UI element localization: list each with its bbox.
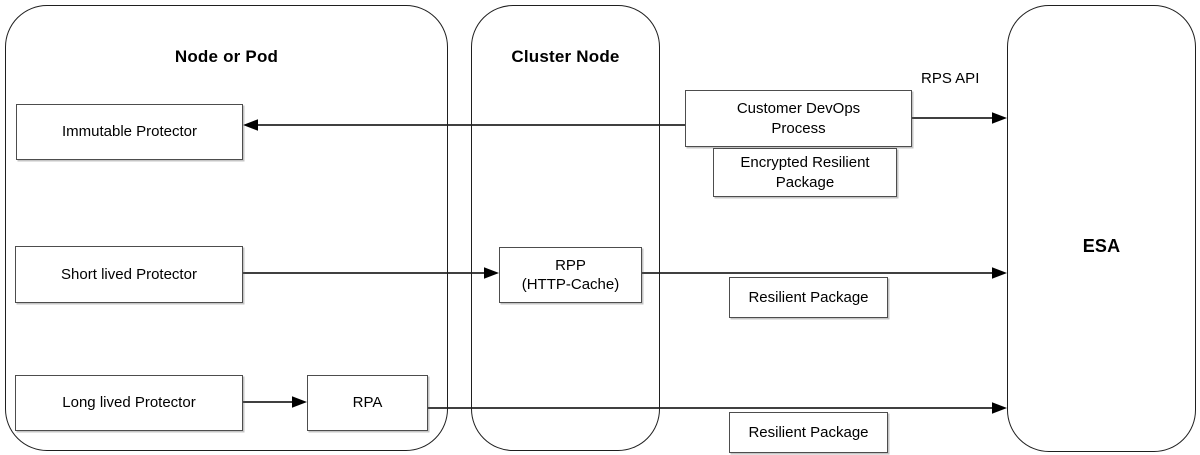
container-title-node-or-pod: Node or Pod bbox=[174, 47, 279, 66]
box-immutable-protector: Immutable Protector bbox=[16, 104, 243, 160]
container-node-or-pod: Node or Pod bbox=[5, 5, 448, 451]
box-long-lived-protector: Long lived Protector bbox=[15, 375, 243, 431]
label-rps-api: RPS API bbox=[921, 70, 980, 87]
box-label-long-lived-protector: Long lived Protector bbox=[62, 394, 196, 412]
container-title-esa: ESA bbox=[1082, 236, 1121, 256]
box-encrypted-resilient-package: Encrypted Resilient Package bbox=[713, 148, 897, 197]
box-label-customer-devops-process: Customer DevOps Process bbox=[736, 100, 861, 137]
box-label-encrypted-resilient-package: Encrypted Resilient Package bbox=[740, 154, 870, 191]
box-label-immutable-protector: Immutable Protector bbox=[61, 123, 198, 141]
box-label-rpa: RPA bbox=[352, 394, 383, 412]
box-label-short-lived-protector: Short lived Protector bbox=[61, 265, 197, 283]
box-rpa: RPA bbox=[307, 375, 428, 431]
box-label-resilient-package-mid: Resilient Package bbox=[748, 288, 869, 306]
container-esa: ESA bbox=[1007, 5, 1196, 452]
box-customer-devops-process: Customer DevOps Process bbox=[685, 90, 912, 147]
box-label-rpp-http-cache: RPP (HTTP-Cache) bbox=[521, 256, 620, 293]
container-title-cluster-node: Cluster Node bbox=[511, 47, 620, 66]
box-short-lived-protector: Short lived Protector bbox=[15, 246, 243, 303]
arrow-devops-to-esa bbox=[912, 112, 1007, 124]
container-cluster-node: Cluster Node bbox=[471, 5, 660, 451]
box-label-resilient-package-bottom: Resilient Package bbox=[748, 423, 869, 441]
box-rpp-http-cache: RPP (HTTP-Cache) bbox=[499, 247, 642, 303]
box-resilient-package-mid: Resilient Package bbox=[729, 277, 888, 318]
box-resilient-package-bottom: Resilient Package bbox=[729, 412, 888, 453]
